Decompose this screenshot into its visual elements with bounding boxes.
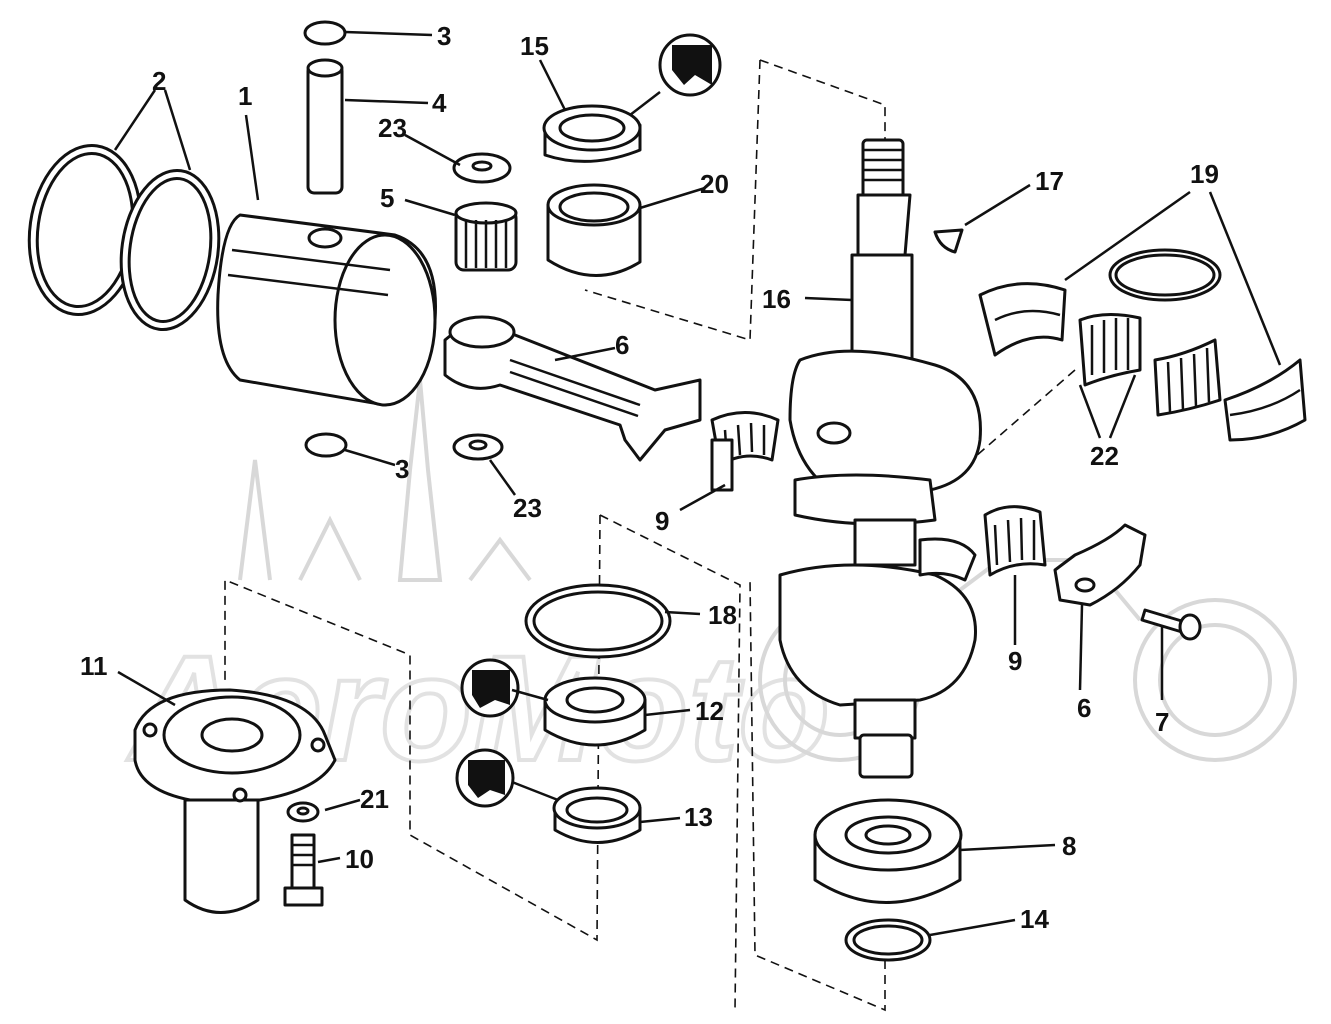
sealant-symbol-icon [460,658,520,718]
callout-14: 14 [1020,904,1049,934]
thrust-washer-upper [452,152,512,184]
connecting-rod [443,315,702,462]
piston [216,213,437,407]
main-bearing-race-half-lower [1223,358,1307,442]
sealant-symbol-icon [658,33,722,97]
callout-19: 19 [1190,159,1219,189]
callout-18: 18 [708,600,737,630]
callout-15: 15 [520,31,549,61]
piston-pin-clip-upper [303,20,347,46]
piston-pin [306,58,344,195]
piston-rings [27,143,221,332]
main-bearing-race-half-upper [978,282,1067,357]
callout-23-upper: 23 [378,113,407,143]
woodruff-key [933,228,964,254]
lower-oil-seal [552,786,642,844]
callout-9-left: 9 [655,506,669,536]
callout-labels: 1 2 3 3 4 5 6 6 7 8 9 9 10 11 12 13 14 1… [80,21,1219,934]
callout-7: 7 [1155,707,1169,737]
leader-lines [113,30,1282,937]
callout-1: 1 [238,81,252,111]
center-main-needle-bearing [1078,313,1222,417]
o-ring [524,583,672,659]
crankshaft [778,138,982,779]
callout-20: 20 [700,169,729,199]
callout-11: 11 [80,651,108,681]
connecting-rod-cap [1053,523,1147,607]
upper-roller-bearing [546,183,642,277]
assembly-lines [224,59,1076,1012]
wrist-pin-needle-bearing [454,201,518,272]
callout-5: 5 [380,183,394,213]
rod-needle-bearing-left [710,411,780,492]
callout-4: 4 [432,88,447,118]
lower-ball-bearing [813,798,963,904]
callout-23-lower: 23 [513,493,542,523]
callout-9-right: 9 [1008,646,1022,676]
housing-bolt [283,833,324,907]
callout-10: 10 [345,844,374,874]
callout-3-lower: 3 [395,454,409,484]
rod-bolt [1140,608,1202,641]
rod-needle-bearing-right [983,505,1047,577]
lower-bearing-housing [133,688,337,914]
piston-pin-clip-lower [304,432,348,458]
callout-17: 17 [1035,166,1064,196]
callout-21: 21 [360,784,389,814]
callout-12: 12 [695,696,724,726]
sealant-symbol-icon [455,748,515,808]
callout-2: 2 [152,66,166,96]
callout-8: 8 [1062,831,1076,861]
callout-6-rod: 6 [615,330,629,360]
lock-washer [286,801,320,823]
crankshaft-upper-seal [542,104,642,163]
thrust-washer-lower [452,433,504,461]
lower-retaining-ring [844,918,932,962]
main-bearing-retaining-ring [1108,248,1222,302]
callout-22: 22 [1090,441,1119,471]
lower-crank-seal [543,676,647,747]
callout-3-upper: 3 [437,21,451,51]
callout-6-cap: 6 [1077,693,1091,723]
callout-13: 13 [684,802,713,832]
callout-16: 16 [762,284,791,314]
